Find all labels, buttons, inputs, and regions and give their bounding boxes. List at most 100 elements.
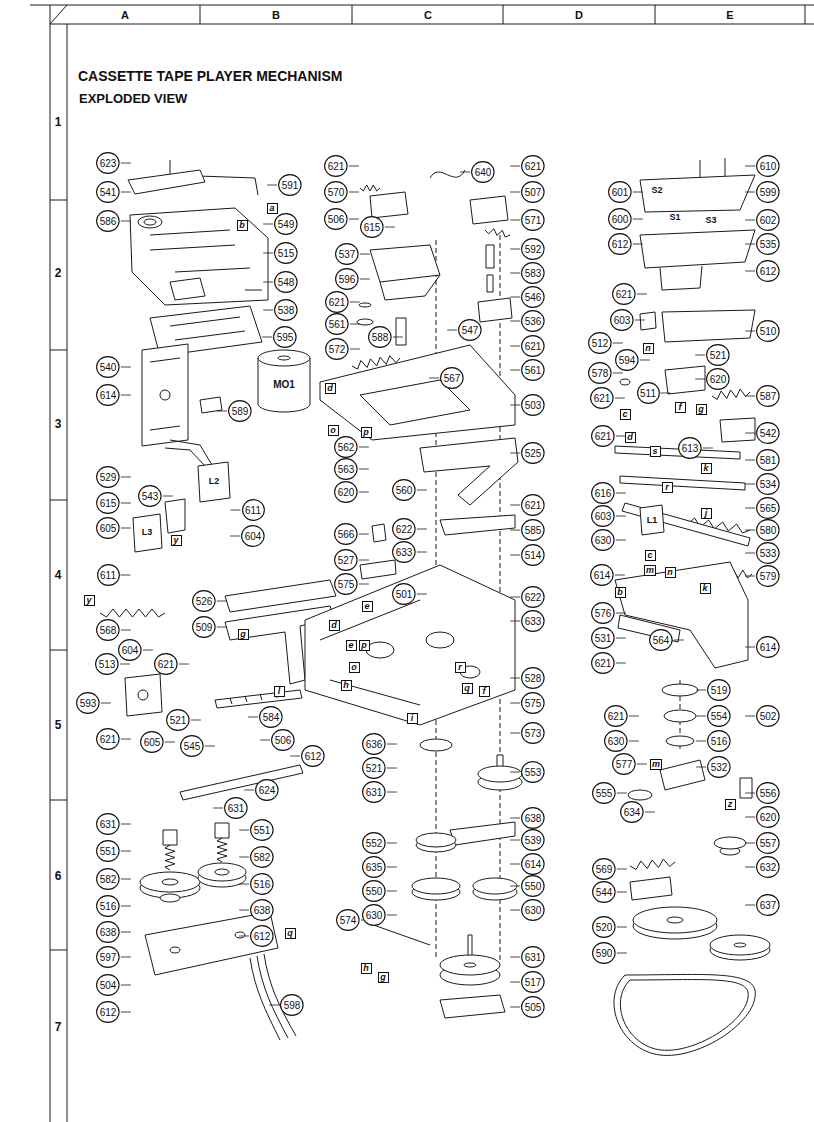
callout-text: 567 xyxy=(444,373,461,384)
callout-number: 507 xyxy=(521,181,545,203)
callout-circle xyxy=(757,566,779,587)
leader-line xyxy=(359,469,369,470)
callout-text: 605 xyxy=(100,523,117,534)
mechanism-part xyxy=(370,192,408,218)
callout-number: 624 xyxy=(255,779,279,801)
callout-text: 616 xyxy=(595,488,612,499)
leader-line xyxy=(617,793,627,794)
callout-text: 545 xyxy=(184,741,201,752)
mechanism-part xyxy=(150,358,180,430)
mechanism-part xyxy=(170,947,180,953)
callout-text: 631 xyxy=(228,803,245,814)
callout-circle xyxy=(592,653,614,674)
callout-circle xyxy=(522,443,544,464)
callout-text: 638 xyxy=(525,813,542,824)
callout-text: h xyxy=(363,964,369,973)
reference-letter-box: d xyxy=(325,383,336,394)
callout-circle xyxy=(637,383,659,404)
callout-number: 542 xyxy=(756,422,780,444)
leader-line xyxy=(696,767,706,768)
leader-line xyxy=(121,824,131,825)
callout-number: 599 xyxy=(756,181,780,203)
reference-letter-box: y xyxy=(171,535,182,546)
callout-number: 557 xyxy=(756,832,780,854)
callout-circle xyxy=(757,450,779,471)
callout-circle xyxy=(757,783,779,804)
leader-line xyxy=(121,477,131,478)
callout-text: 550 xyxy=(525,881,542,892)
mechanism-part xyxy=(420,438,518,505)
leader-line xyxy=(703,448,713,449)
callout-circle xyxy=(275,300,297,321)
callout-number: 620 xyxy=(756,806,780,828)
callout-number: 637 xyxy=(756,894,780,916)
callout-text: 538 xyxy=(278,305,295,316)
leader-line xyxy=(417,552,427,553)
frame-line xyxy=(200,5,201,24)
leader-line xyxy=(121,221,131,222)
callout-circle xyxy=(97,896,119,917)
callout-circle xyxy=(363,758,385,779)
leader-line xyxy=(121,851,131,852)
callout-text: 516 xyxy=(711,736,728,747)
mechanism-illustration xyxy=(30,5,814,1122)
callout-text: 638 xyxy=(100,927,117,938)
callout-circle xyxy=(281,995,303,1016)
callout-circle xyxy=(193,591,215,612)
callout-circle xyxy=(613,284,635,305)
callout-text: 620 xyxy=(760,812,777,823)
callout-circle xyxy=(757,182,779,203)
callout-text: 621 xyxy=(616,289,633,300)
leader-line xyxy=(121,957,131,958)
callout-text: 582 xyxy=(254,852,271,863)
mechanism-part xyxy=(486,245,494,268)
callout-text: 592 xyxy=(525,244,542,255)
callout-text: 563 xyxy=(338,464,355,475)
mechanism-part xyxy=(128,170,205,194)
callout-number: 568 xyxy=(96,619,120,641)
reference-letter-box: k xyxy=(701,463,712,474)
chassis-part xyxy=(305,565,515,725)
callout-text: 570 xyxy=(328,187,345,198)
callout-circle xyxy=(302,746,324,767)
leader-line xyxy=(269,1005,279,1006)
leader-line xyxy=(350,349,360,350)
callout-text: 564 xyxy=(653,635,670,646)
leader-lines xyxy=(101,163,755,1012)
callout-text: n xyxy=(645,344,651,353)
callout-circle xyxy=(589,363,611,384)
leader-line xyxy=(510,678,520,679)
callout-circle xyxy=(363,857,385,878)
leader-line xyxy=(510,864,520,865)
leader-line xyxy=(510,886,520,887)
callout-text: 551 xyxy=(100,846,117,857)
callout-text: 583 xyxy=(525,268,542,279)
callout-number: 521 xyxy=(166,709,190,731)
callout-number: 622 xyxy=(521,586,545,608)
callout-text: 634 xyxy=(624,807,641,818)
callout-text: q xyxy=(464,684,470,693)
mechanism-part xyxy=(640,230,755,268)
callout-circle xyxy=(613,754,635,775)
callout-number: 556 xyxy=(756,782,780,804)
leader-line xyxy=(616,493,626,494)
callout-number: 640 xyxy=(471,161,495,183)
mechanism-part xyxy=(630,877,672,900)
leader-line xyxy=(263,282,273,283)
leader-line xyxy=(360,254,370,255)
callout-number: 564 xyxy=(649,629,673,651)
callout-text: 532 xyxy=(711,762,728,773)
frame-line xyxy=(30,5,814,6)
callout-circle xyxy=(325,182,347,203)
subtitle: EXPLODED VIEW xyxy=(78,92,188,106)
leader-line xyxy=(510,621,520,622)
callout-circle xyxy=(336,269,358,290)
leader-line xyxy=(510,910,520,911)
callout-circle xyxy=(522,587,544,608)
callout-text: 584 xyxy=(263,712,280,723)
callout-circle xyxy=(363,782,385,803)
reference-letter-box: m xyxy=(650,759,662,770)
callout-circle xyxy=(141,732,163,753)
callout-text: b xyxy=(617,588,623,597)
leader-line xyxy=(349,192,359,193)
